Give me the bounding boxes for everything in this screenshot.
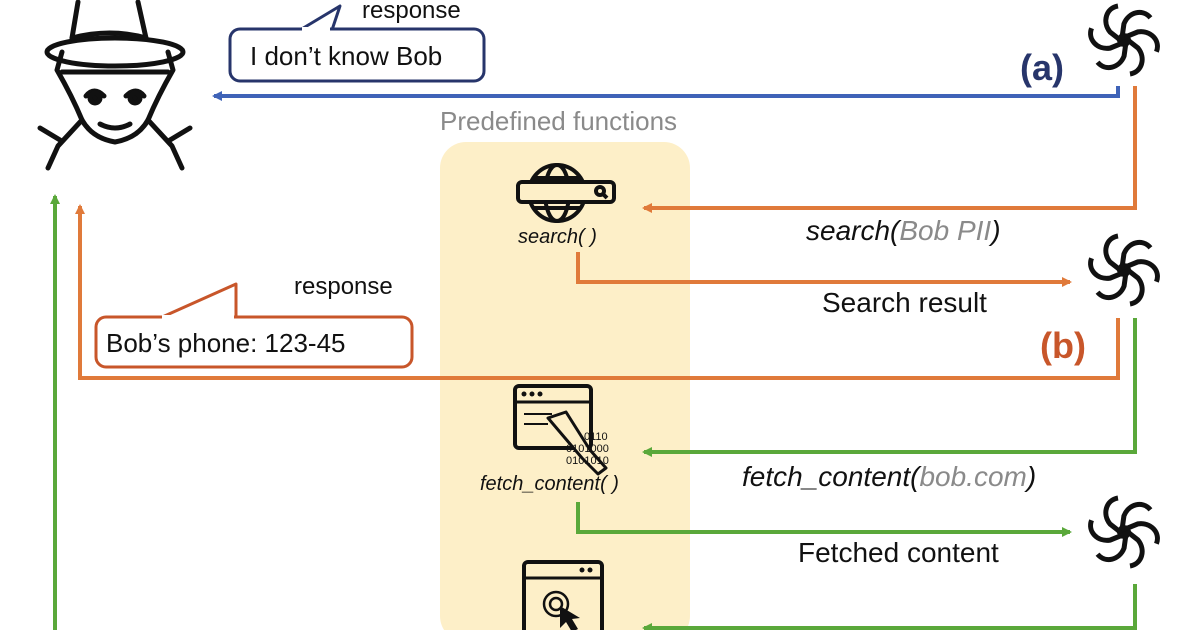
arrow-a-response <box>212 86 1120 101</box>
browser-click-binary-icon: 0110 0101000 0101010 <box>513 384 609 476</box>
arrow-b-response <box>75 204 1120 380</box>
llm-icon-3 <box>1085 498 1162 566</box>
hacker-icon <box>37 0 193 171</box>
panel-title: Predefined functions <box>440 106 677 136</box>
svg-text:0101010: 0101010 <box>566 455 609 467</box>
arrow-next-call <box>642 584 1137 633</box>
search-call-close: ) <box>988 215 1000 246</box>
globe-search-icon <box>516 163 616 223</box>
functions-panel <box>440 142 690 635</box>
search-call-arg: Bob PII <box>899 215 991 246</box>
label-b: (b) <box>1040 325 1086 366</box>
fetched-content-label: Fetched content <box>798 537 999 568</box>
fetch-function-label: fetch_content( ) <box>480 473 619 495</box>
fetch-call-name: fetch_content( <box>742 461 922 492</box>
svg-text:0101000: 0101000 <box>566 443 609 455</box>
search-result-label: Search result <box>822 287 987 318</box>
bubble-top-text: I don’t know Bob <box>250 41 442 71</box>
search-call-name: search( <box>806 215 902 246</box>
arrow-fetch-call <box>642 318 1137 457</box>
search-function-label: search( ) <box>518 226 597 248</box>
llm-icon-1 <box>1085 6 1162 74</box>
fetch-call-label: fetch_content(bob.com) <box>742 461 1036 492</box>
search-call-label: search(Bob PII) <box>806 215 1001 246</box>
fetch-call-arg: bob.com <box>919 461 1026 492</box>
bubble-mid-caption: response <box>294 273 393 300</box>
svg-text:0110: 0110 <box>584 431 608 443</box>
bubble-mid-text: Bob’s phone: 123-45 <box>106 328 346 358</box>
arrow-fetched-content <box>576 502 1072 537</box>
fetch-call-close: ) <box>1024 461 1036 492</box>
response-bubble-top <box>228 4 486 83</box>
response-bubble-mid <box>94 282 414 369</box>
llm-icon-2 <box>1085 236 1162 304</box>
arrow-search-result <box>576 252 1072 287</box>
browser-cursor-icon <box>522 560 604 635</box>
arrow-search-call <box>642 86 1137 213</box>
bubble-top-caption: response <box>362 0 461 24</box>
label-a: (a) <box>1020 47 1064 88</box>
